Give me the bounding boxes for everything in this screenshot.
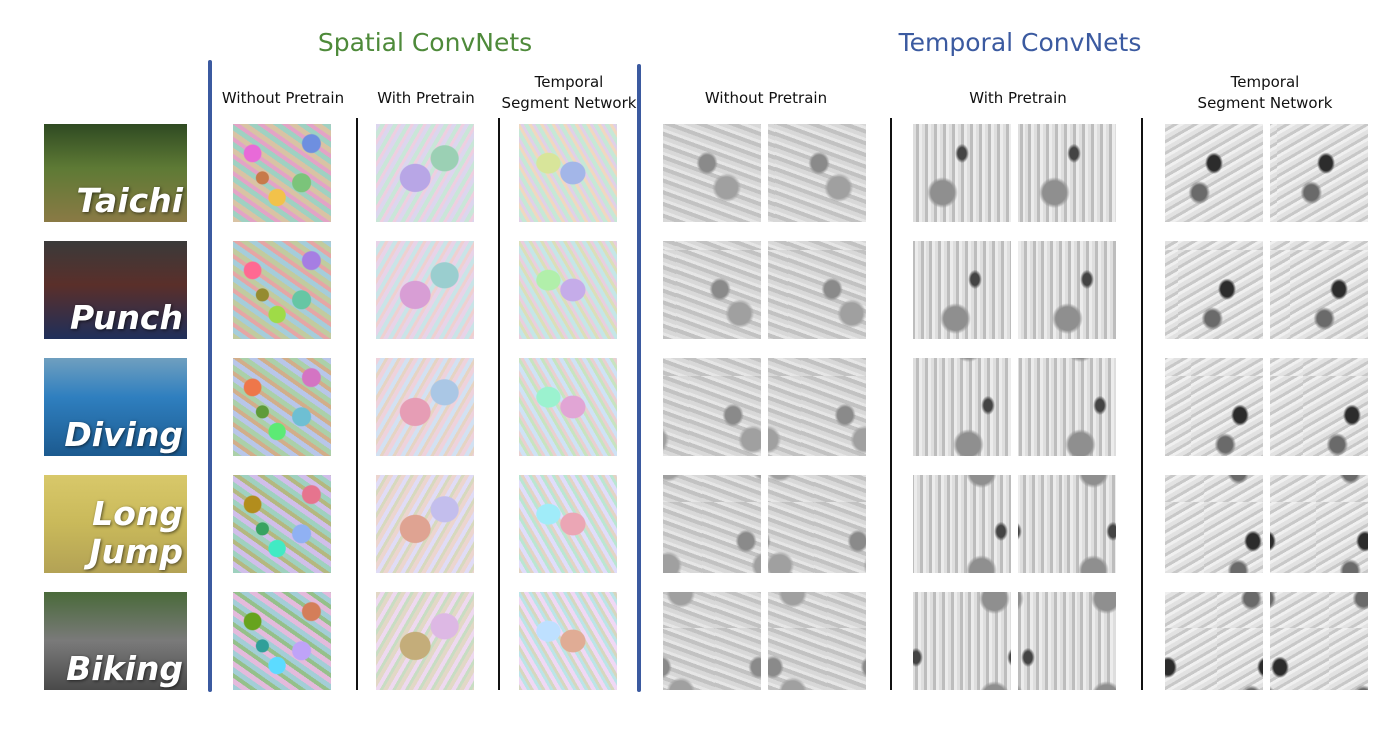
spatial-visualization — [519, 358, 617, 456]
temporal-visualization — [663, 124, 761, 222]
temporal-visualization — [1165, 241, 1263, 339]
column-header-spatial-without: Without Pretrain — [173, 88, 393, 109]
temporal-visualization — [913, 124, 1011, 222]
action-thumbnail: Punch — [44, 241, 187, 339]
action-label-line: Long — [92, 494, 183, 533]
column-header-line: Temporal — [534, 73, 604, 91]
temporal-visualization — [1018, 475, 1116, 573]
action-label-line: Biking — [66, 649, 183, 688]
action-thumbnail: Taichi — [44, 124, 187, 222]
spatial-visualization — [519, 592, 617, 690]
spatial-visualization — [376, 475, 474, 573]
temporal-visualization — [1165, 475, 1263, 573]
action-label-line: Diving — [64, 415, 183, 454]
temporal-visualization — [768, 475, 866, 573]
temporal-visualization — [1165, 358, 1263, 456]
spatial-visualization — [376, 358, 474, 456]
temporal-section-title: Temporal ConvNets — [898, 28, 1142, 57]
temporal-visualization — [663, 592, 761, 690]
column-separator-4 — [1141, 118, 1143, 690]
spatial-visualization — [233, 124, 331, 222]
column-header-line: Without Pretrain — [221, 89, 345, 107]
action-label-line: Punch — [69, 298, 183, 337]
temporal-visualization — [663, 358, 761, 456]
temporal-visualization — [663, 475, 761, 573]
action-label-line: Taichi — [76, 181, 183, 220]
temporal-visualization — [1018, 358, 1116, 456]
column-header-line: Temporal — [1230, 73, 1300, 91]
action-label: Taichi — [76, 182, 183, 220]
column-header-temporal-with: With Pretrain — [908, 88, 1128, 109]
temporal-visualization — [663, 241, 761, 339]
spatial-visualization — [233, 358, 331, 456]
spatial-section-title: Spatial ConvNets — [317, 28, 533, 57]
temporal-visualization — [768, 124, 866, 222]
column-header-line: Without Pretrain — [704, 89, 828, 107]
column-header-line: Segment Network — [1197, 94, 1333, 112]
spatial-visualization — [233, 592, 331, 690]
temporal-visualization — [1165, 592, 1263, 690]
temporal-visualization — [1165, 124, 1263, 222]
action-label: Diving — [64, 416, 183, 454]
temporal-visualization — [1270, 592, 1368, 690]
spatial-visualization — [376, 124, 474, 222]
column-header-spatial-with: With Pretrain — [316, 88, 536, 109]
temporal-visualization — [768, 358, 866, 456]
temporal-visualization — [1018, 241, 1116, 339]
temporal-visualization — [1270, 241, 1368, 339]
temporal-visualization — [913, 592, 1011, 690]
temporal-visualization — [913, 241, 1011, 339]
temporal-visualization — [913, 358, 1011, 456]
column-header-line: Segment Network — [501, 94, 637, 112]
column-separator-1 — [356, 118, 358, 690]
temporal-visualization — [1270, 358, 1368, 456]
column-header-line: With Pretrain — [969, 89, 1067, 107]
temporal-visualization — [768, 241, 866, 339]
action-label-line: Jump — [89, 532, 183, 571]
temporal-visualization — [1270, 124, 1368, 222]
action-thumbnail: Biking — [44, 592, 187, 690]
temporal-visualization — [1270, 475, 1368, 573]
column-separator-3 — [890, 118, 892, 690]
spatial-visualization — [376, 592, 474, 690]
temporal-visualization — [1018, 592, 1116, 690]
spatial-visualization — [519, 475, 617, 573]
spatial-divider — [208, 60, 212, 692]
spatial-visualization — [233, 475, 331, 573]
spatial-visualization — [519, 124, 617, 222]
temporal-divider — [637, 64, 641, 692]
action-label: Punch — [70, 299, 183, 337]
column-separator-2 — [498, 118, 500, 690]
column-header-temporal-without: Without Pretrain — [656, 88, 876, 109]
spatial-visualization — [519, 241, 617, 339]
action-label: Biking — [66, 650, 183, 688]
temporal-visualization — [1018, 124, 1116, 222]
column-header-line: With Pretrain — [377, 89, 475, 107]
spatial-visualization — [376, 241, 474, 339]
temporal-visualization — [768, 592, 866, 690]
spatial-visualization — [233, 241, 331, 339]
temporal-visualization — [913, 475, 1011, 573]
action-thumbnail: Diving — [44, 358, 187, 456]
